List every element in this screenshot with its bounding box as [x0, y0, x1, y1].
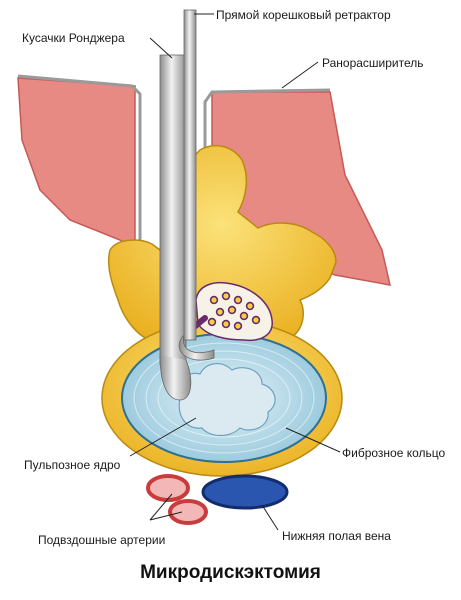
label-rongeur: Кусачки Ронджера: [22, 31, 125, 45]
label-dilator: Ранорасширитель: [322, 56, 424, 70]
label-iliac-arteries: Подвздошные артерии: [38, 533, 166, 547]
annulus-rings: [133, 342, 315, 454]
iliac-artery-lower: [168, 499, 208, 525]
nerve-fiber-dot: [215, 307, 225, 317]
leader-lines: [129, 13, 341, 531]
nerve-fiber-dot: [233, 295, 243, 305]
label-nucleus: Пульпозное ядро: [24, 458, 121, 472]
nerve-fiber-dot: [245, 301, 255, 311]
nerve-fiber-dot: [227, 305, 237, 315]
nerve-fiber-dot: [221, 319, 231, 329]
iliac-artery-upper: [146, 474, 190, 502]
muscle-left: [17, 77, 136, 252]
dilator-blade-left: [17, 74, 142, 250]
rongeur-instrument: [159, 54, 192, 401]
nucleus-pulposus: [178, 363, 276, 437]
nerve-fiber-dot: [239, 311, 249, 321]
nerve-fiber-dot: [207, 317, 217, 327]
microdiscectomy-illustration: [17, 9, 391, 531]
label-vena-cava: Нижняя полая вена: [282, 529, 391, 543]
inferior-vena-cava: [201, 474, 289, 510]
nerve-root-retractor: [178, 9, 215, 361]
nerve-fiber-dot: [221, 291, 231, 301]
diagram-title: Микродискэктомия: [140, 562, 321, 583]
nerve-fiber-dot: [233, 321, 243, 331]
cauda-equina-nerves: [207, 291, 261, 331]
label-annulus: Фиброзное кольцо: [342, 446, 446, 460]
label-root-retractor: Прямой корешковый ретрактор: [216, 8, 391, 22]
nerve-fiber-dot: [209, 295, 219, 305]
nerve-fiber-dot: [251, 315, 261, 325]
